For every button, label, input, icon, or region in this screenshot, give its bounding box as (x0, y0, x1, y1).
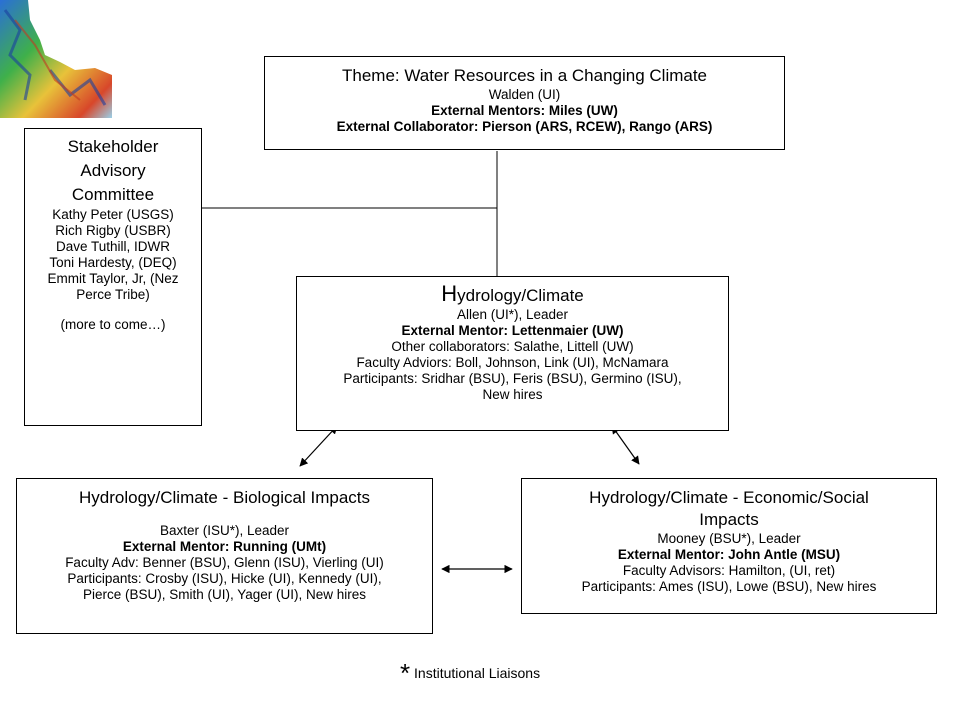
economic-lead: Mooney (BSU*), Leader (657, 531, 801, 546)
stakeholder-more: (more to come…) (60, 317, 166, 332)
hydrology-line: Participants: Sridhar (BSU), Feris (BSU)… (343, 371, 682, 386)
economic-title-line: Impacts (699, 510, 759, 529)
biological-line: Pierce (BSU), Smith (UI), Yager (UI), Ne… (82, 587, 367, 602)
stakeholder-member: Kathy Peter (USGS) (52, 207, 174, 222)
biological-mentor: External Mentor: Running (UMt) (122, 539, 327, 554)
theme-lead: Walden (UI) (488, 87, 561, 102)
biological-line: Faculty Adv: Benner (BSU), Glenn (ISU), … (65, 555, 384, 570)
stakeholder-title-line: Stakeholder (67, 137, 159, 156)
hydrology-lead: Allen (UI*), Leader (456, 307, 569, 322)
economic-mentor: External Mentor: John Antle (MSU) (617, 547, 841, 562)
stakeholder-title-line: Committee (71, 185, 155, 204)
stakeholder-member: Toni Hardesty, (DEQ) (49, 255, 177, 270)
theme-collaborator: External Collaborator: Pierson (ARS, RCE… (336, 119, 713, 134)
footnote-star: * (400, 658, 411, 688)
biological-title: Hydrology/Climate - Biological Impacts (79, 488, 370, 507)
footnote-text: Institutional Liaisons (414, 665, 541, 681)
hydrology-box: Hydrology/Climate Allen (UI*), Leader Ex… (296, 276, 729, 431)
stakeholder-member: Rich Rigby (USBR) (55, 223, 171, 238)
theme-box: Theme: Water Resources in a Changing Cli… (264, 56, 785, 150)
footnote: * Institutional Liaisons (400, 658, 540, 689)
stakeholder-member: Dave Tuthill, IDWR (55, 239, 171, 254)
stakeholder-member: Perce Tribe) (76, 287, 150, 302)
hydrology-bio-arrow (299, 425, 338, 467)
hydrology-line: Faculty Adviors: Boll, Johnson, Link (UI… (356, 355, 669, 370)
biological-line: Participants: Crosby (ISU), Hicke (UI), … (67, 571, 382, 586)
idaho-relief-map-icon (0, 0, 112, 118)
hydrology-econ-arrow (611, 425, 640, 465)
stakeholder-title-line: Advisory (80, 161, 146, 180)
hydrology-line: New hires (482, 387, 543, 402)
stakeholder-member: Emmit Taylor, Jr, (Nez (47, 271, 179, 286)
economic-line: Participants: Ames (ISU), Lowe (BSU), Ne… (581, 579, 877, 594)
biological-lead: Baxter (ISU*), Leader (159, 523, 290, 538)
theme-title: Theme: Water Resources in a Changing Cli… (341, 66, 708, 85)
theme-mentors: External Mentors: Miles (UW) (431, 103, 618, 118)
hydrology-title: Hydrology/Climate (297, 283, 728, 307)
hydrology-title-initial: H (441, 281, 458, 306)
biological-box: Hydrology/Climate - Biological Impacts B… (16, 478, 433, 634)
economic-box: Hydrology/Climate - Economic/Social Impa… (521, 478, 937, 614)
hydrology-mentor: External Mentor: Lettenmaier (UW) (401, 323, 624, 338)
hydrology-title-rest: ydrology/Climate (457, 286, 584, 305)
stakeholder-box: Stakeholder Advisory Committee Kathy Pet… (24, 128, 202, 426)
economic-title-line: Hydrology/Climate - Economic/Social (589, 488, 869, 507)
economic-line: Faculty Advisors: Hamilton, (UI, ret) (622, 563, 836, 578)
hydrology-line: Other collaborators: Salathe, Littell (U… (391, 339, 634, 354)
